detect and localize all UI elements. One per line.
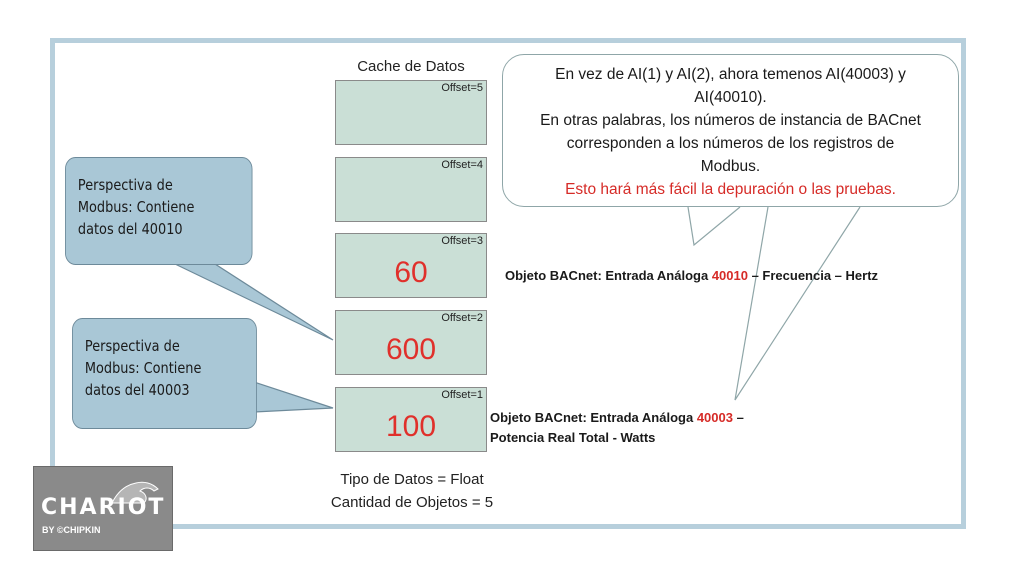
speech-tail-left	[687, 206, 741, 247]
cell-value: 600	[385, 333, 437, 366]
label-prefix: Objeto BACnet: Entrada Análoga	[490, 410, 697, 425]
speech-line: corresponden a los números de los regist…	[566, 135, 895, 152]
label-prefix: Objeto BACnet: Entrada Análoga	[505, 268, 712, 283]
label-suffix: – Frecuencia – Hertz	[747, 268, 879, 283]
data-type-text: Tipo de Datos = Float	[340, 471, 484, 488]
cell-value: 100	[385, 410, 437, 443]
cache-cell-offset-1: Offset=1 100	[335, 387, 487, 452]
speech-line: Modbus.	[700, 158, 761, 175]
logo-wordmark: CHARIOT	[41, 495, 166, 520]
register-number: 40010	[711, 268, 748, 283]
modbus-callout-40010: Perspectiva de Modbus: Contiene datos de…	[65, 157, 253, 265]
cache-cell-offset-2: Offset=2 600	[335, 310, 487, 375]
cache-cell-offset-5: Offset=5	[335, 80, 487, 145]
offset-label: Offset=2	[441, 312, 483, 324]
cache-title: Cache de Datos	[357, 58, 465, 75]
label-line-2: Potencia Real Total - Watts	[490, 430, 656, 445]
speech-line: En otras palabras, los números de instan…	[540, 112, 921, 129]
callout-line: datos del 40010	[77, 220, 183, 238]
modbus-callout-40003: Perspectiva de Modbus: Contiene datos de…	[72, 318, 257, 429]
speech-line: AI(40010).	[694, 89, 767, 106]
callout-line: datos del 40003	[84, 381, 190, 399]
label-suffix: –	[732, 410, 744, 425]
bacnet-object-power-label: Objeto BACnet: Entrada Análoga 40003 – P…	[490, 408, 744, 448]
callout-line: Modbus: Contiene	[77, 198, 195, 216]
callout-line: Perspectiva de	[84, 337, 180, 355]
callout-line: Modbus: Contiene	[84, 359, 202, 377]
offset-label: Offset=4	[441, 159, 483, 171]
chariot-logo: CHARIOT BY ©CHIPKIN	[33, 466, 173, 551]
cell-value: 60	[394, 256, 428, 289]
offset-label: Offset=1	[441, 389, 483, 401]
register-number: 40003	[696, 410, 733, 425]
explanation-bubble: En vez de AI(1) y AI(2), ahora temenos A…	[502, 54, 959, 207]
cache-summary: Tipo de Datos = Float Cantidad de Objeto…	[300, 468, 524, 514]
speech-highlight-line: Esto hará más fácil la depuración o las …	[565, 181, 896, 198]
offset-label: Offset=3	[441, 235, 483, 247]
speech-tail-right	[734, 206, 861, 401]
callout-bottom-tail	[253, 381, 334, 413]
bacnet-object-frequency-label: Objeto BACnet: Entrada Análoga 40010 – F…	[505, 266, 878, 286]
speech-line: En vez de AI(1) y AI(2), ahora temenos A…	[555, 66, 906, 83]
cache-cell-offset-4: Offset=4	[335, 157, 487, 222]
object-count-text: Cantidad de Objetos = 5	[330, 494, 494, 511]
logo-byline: BY ©CHIPKIN	[42, 525, 101, 535]
slide-frame	[50, 38, 966, 529]
offset-label: Offset=5	[441, 82, 483, 94]
horse-head-icon	[111, 481, 159, 504]
callout-line: Perspectiva de	[77, 176, 173, 194]
cache-cell-offset-3: Offset=3 60	[335, 233, 487, 298]
